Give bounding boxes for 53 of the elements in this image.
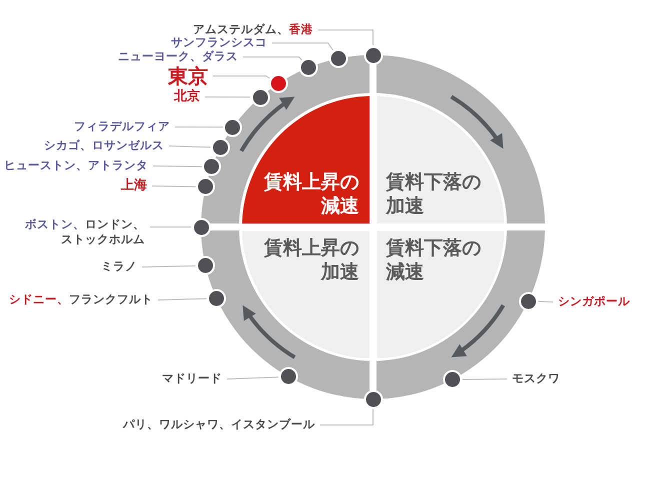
quadrant-label: 賃料上昇の減速 [263,170,359,218]
location-dot [278,367,298,386]
location-dot [206,288,226,308]
leader-line [152,166,202,168]
city-label: ニューヨーク、ダラス [118,48,238,64]
leader-line [174,126,224,128]
location-dot [250,88,270,107]
leader-line [462,378,508,380]
leader-line [142,265,196,268]
leader-line [226,376,279,380]
leader-line [150,226,192,228]
city-label: ミラノ [101,258,137,274]
leader-line [538,300,554,302]
city-label: フィラデルフィア [74,118,170,134]
location-dot [196,256,215,276]
quadrant-label: 賃料下落の加速 [386,170,482,218]
location-dot [210,138,230,158]
city-label: ボストン、ロンドン、ストックホルム [23,217,145,247]
city-label: パリ、ワルシャワ、イスタンブール [123,416,315,432]
location-dot [202,157,222,176]
leader-line [272,42,334,51]
city-label: 東京 [168,63,208,89]
location-dot [299,58,318,78]
city-label: 北京 [174,88,200,104]
city-label: マドリード [162,370,222,386]
location-dot [223,118,242,137]
quadrant-sector [242,230,370,358]
leader-line [318,30,374,46]
city-label: サンフランシスコ [171,34,267,50]
leader-line [212,76,270,79]
location-dot [268,74,288,94]
quadrant-label: 賃料上昇の加速 [263,236,359,284]
location-dot [192,218,210,236]
leader-line [204,96,251,98]
city-label: アムステルダム、香港 [193,22,313,36]
city-label: モスクワ [512,370,560,386]
quadrant-label: 賃料下落の減速 [386,236,482,284]
location-dot [329,48,348,68]
city-label: シンガポール [558,294,630,308]
leader-line [242,56,302,61]
location-dot [196,177,216,196]
city-label: シドニー、フランクフルト [9,292,153,306]
quadrant-sector [376,230,504,358]
quadrant-sector [242,96,370,224]
leader-line [320,408,374,426]
location-dot [364,46,382,64]
city-label: ヒューストン、アトランタ [4,158,148,172]
city-label: 上海 [121,176,147,194]
quadrant-sector [376,96,504,224]
city-label: シカゴ、ロサンゼルス [44,138,164,152]
leader-line [168,146,211,148]
leader-line [158,298,207,300]
leader-line [152,186,196,188]
